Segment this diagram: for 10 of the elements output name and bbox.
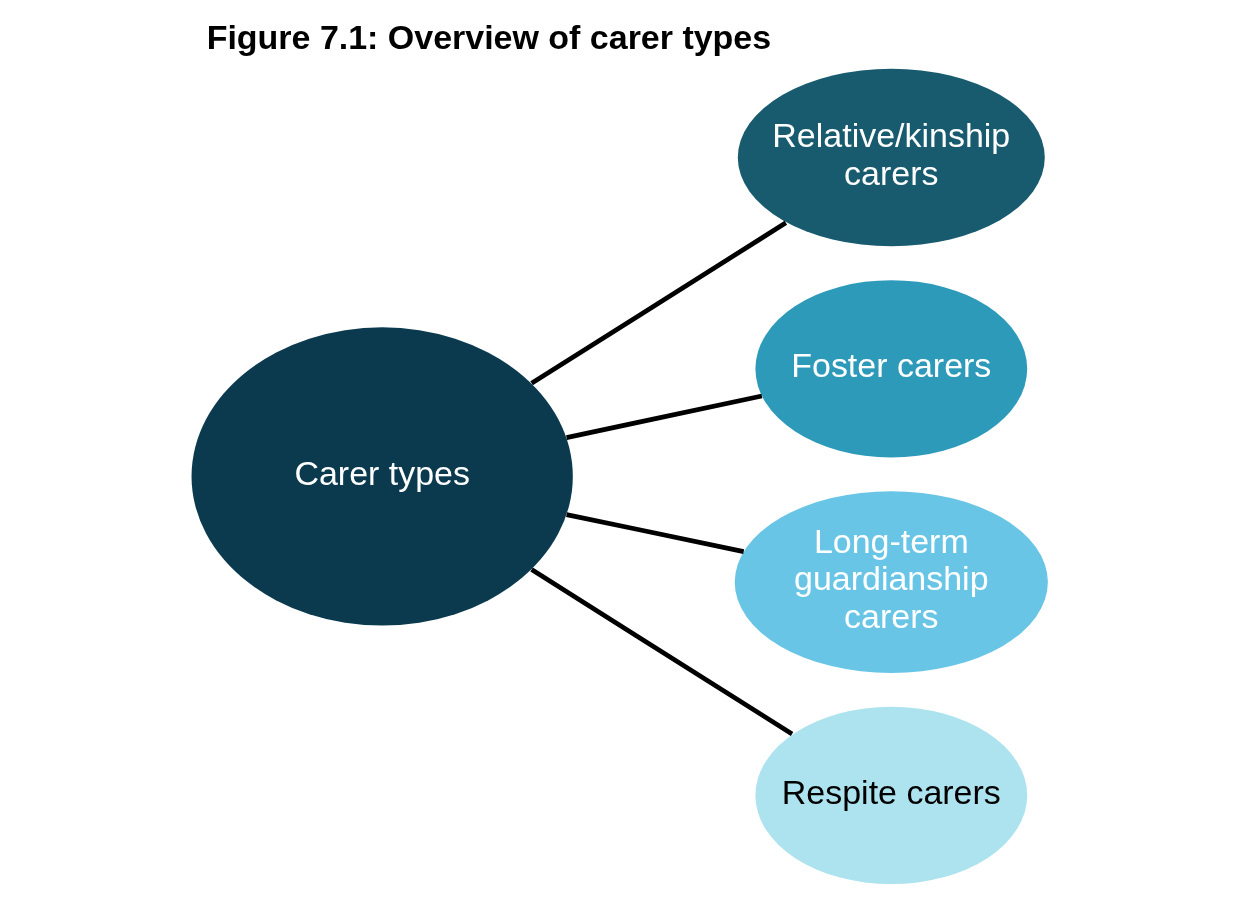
connector bbox=[530, 220, 788, 386]
connector bbox=[530, 567, 794, 736]
node-ellipse: Relative/kinship carers bbox=[737, 68, 1045, 247]
node-ellipse: Carer types bbox=[191, 327, 573, 626]
node-ellipse: Long-term guardianship carers bbox=[734, 491, 1048, 674]
connector bbox=[566, 512, 745, 554]
node-ellipse: Foster carers bbox=[755, 280, 1028, 458]
connector bbox=[566, 393, 763, 440]
node-ellipse: Respite carers bbox=[755, 706, 1028, 885]
diagram-title: Figure 7.1: Overview of carer types bbox=[206, 17, 772, 56]
